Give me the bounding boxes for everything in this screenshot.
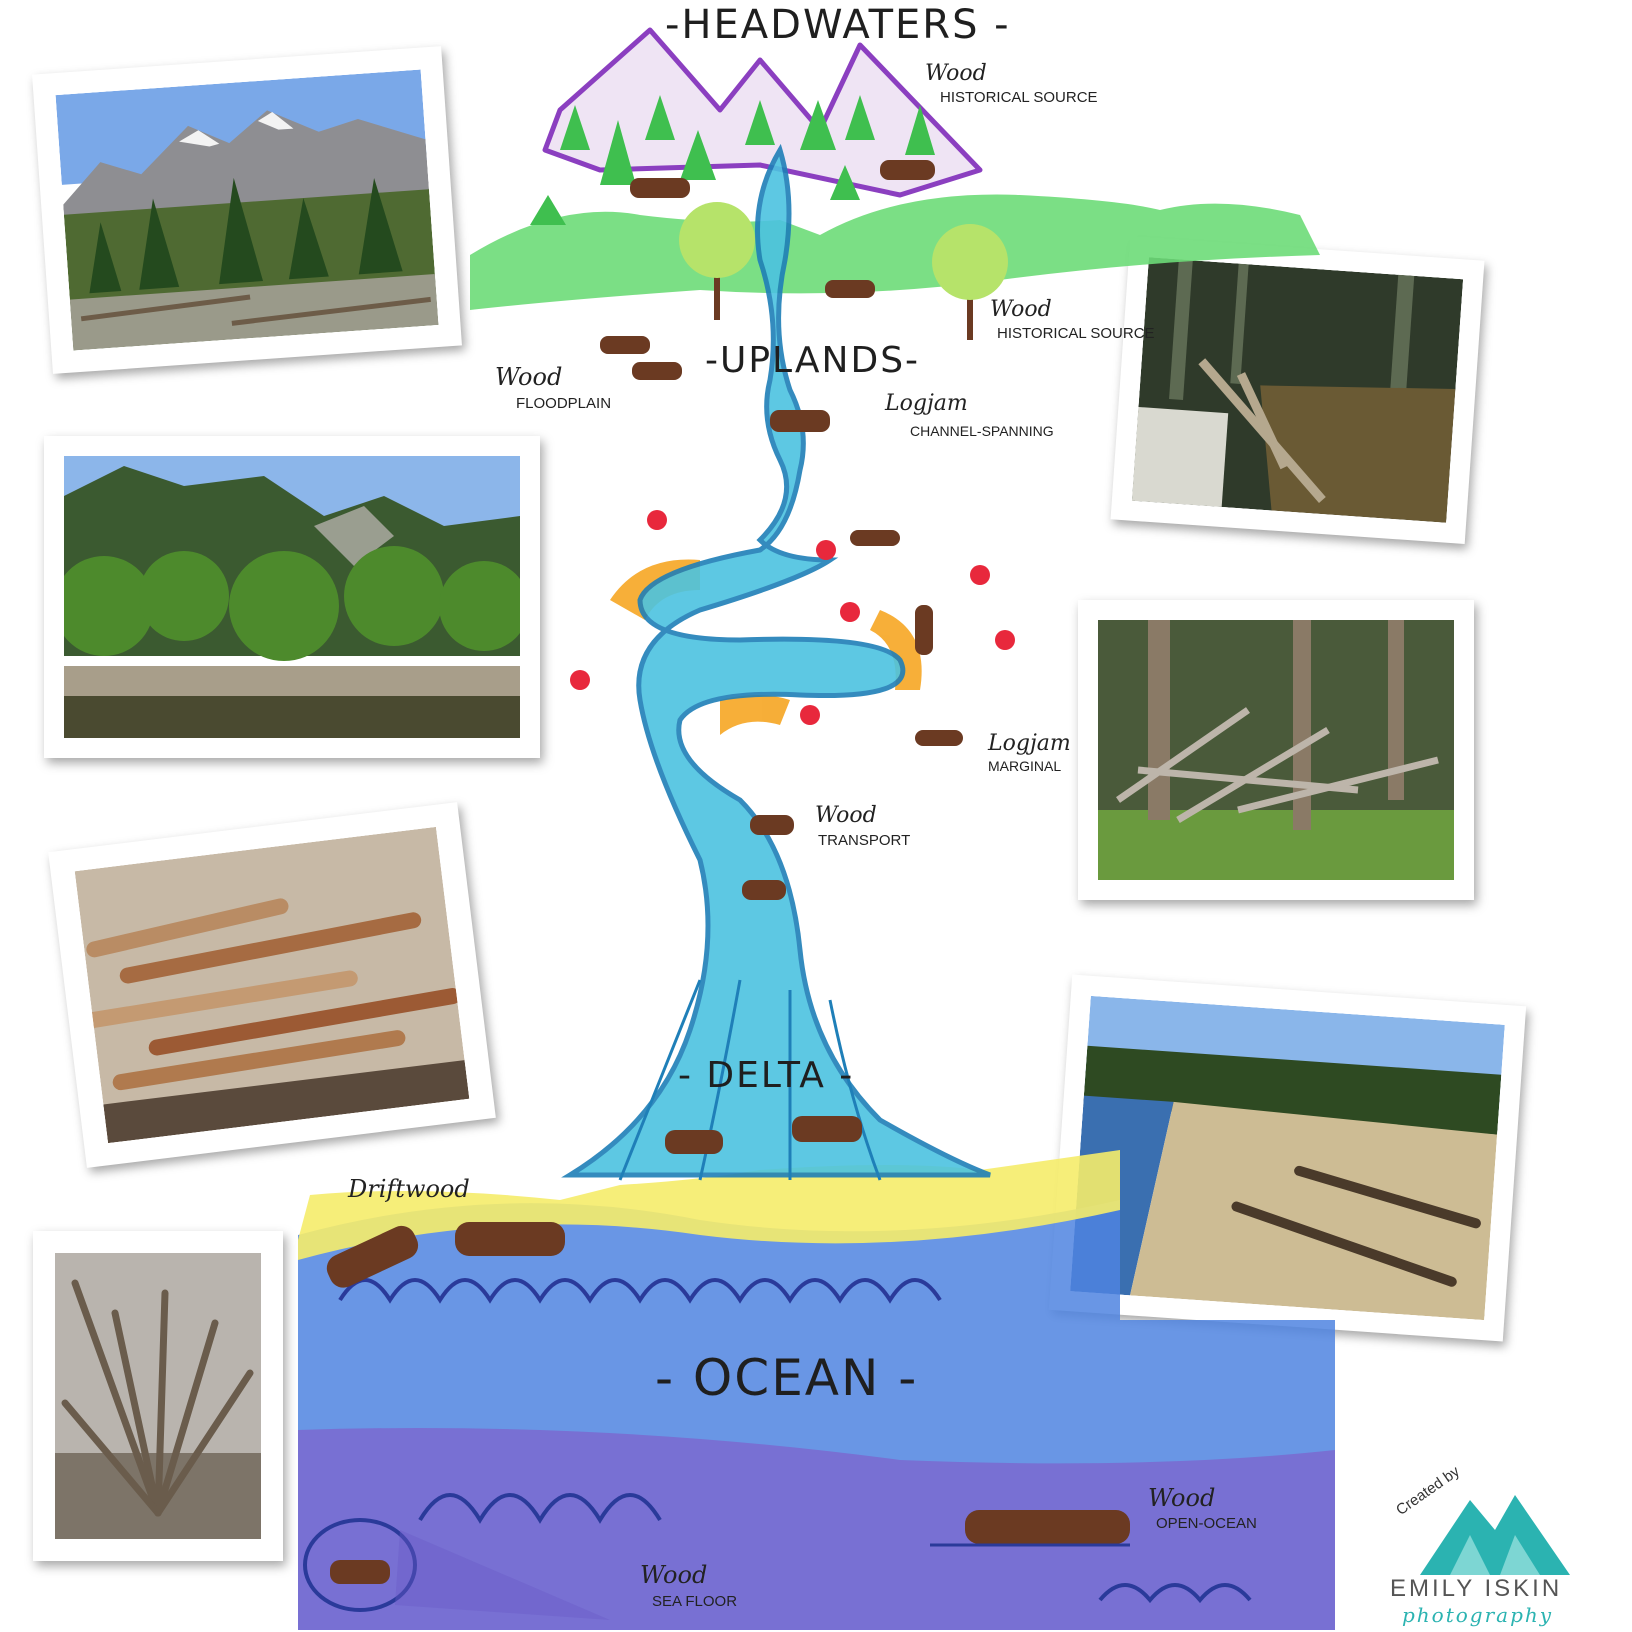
zone-headwaters: -HEADWATERS - <box>665 2 1011 48</box>
label-headwaters-wood-sub: HISTORICAL SOURCE <box>940 89 1098 106</box>
log <box>880 160 935 180</box>
label-logjam-channel-sub: CHANNEL-SPANNING <box>910 423 1054 439</box>
label-wood-sea-floor-sub: SEA FLOOR <box>652 1593 737 1610</box>
log <box>742 880 786 900</box>
photo-mountain-meadow <box>32 46 462 374</box>
pine-trees <box>530 95 935 225</box>
label-logjam-marginal-sub: MARGINAL <box>988 758 1061 774</box>
logo-mountain-icon <box>1420 1495 1570 1575</box>
open-ocean-log <box>965 1510 1130 1544</box>
log <box>850 530 900 546</box>
label-logjam-marginal-title: Logjam <box>987 731 1071 756</box>
upland-hills <box>470 194 1320 310</box>
photo-river-forest <box>44 436 540 758</box>
log <box>665 1130 723 1154</box>
driftwood-log <box>326 1225 419 1288</box>
zone-ocean: - OCEAN - <box>655 1349 918 1407</box>
label-wood-transport-sub: TRANSPORT <box>818 832 910 849</box>
label-wood-open-ocean-sub: OPEN-OCEAN <box>1156 1515 1257 1532</box>
log <box>632 362 682 380</box>
photo-forest-logjam <box>1078 600 1474 900</box>
flowers <box>570 510 1015 725</box>
log <box>915 605 933 655</box>
label-floodplain-wood-sub: FLOODPLAIN <box>516 395 611 412</box>
photo-bare-branches <box>33 1231 283 1561</box>
label-wood-sea-floor-title: Wood <box>640 1561 707 1589</box>
round-trees <box>679 202 1008 340</box>
logjam-marginal <box>915 730 963 746</box>
wave-lines <box>338 1278 1252 1604</box>
logs <box>326 160 1130 1584</box>
zone-delta: - DELTA - <box>678 1055 854 1096</box>
driftwood-log <box>455 1222 565 1256</box>
log <box>630 178 690 198</box>
river <box>561 143 991 1178</box>
credit-sub: photography <box>1402 1603 1554 1627</box>
sea-floor-bubble <box>303 1518 417 1612</box>
label-wood-transport-title: Wood <box>815 803 877 828</box>
label-headwaters-wood-title: Wood <box>925 61 987 86</box>
label-wood-open-ocean-title: Wood <box>1148 1484 1215 1512</box>
log <box>825 280 875 298</box>
label-uplands-wood-title: Wood <box>990 297 1052 322</box>
label-floodplain-wood-title: Wood <box>495 363 562 391</box>
log <box>792 1116 862 1142</box>
log <box>750 815 794 835</box>
photo-driftwood-pile <box>48 802 496 1168</box>
label-logjam-channel-title: Logjam <box>884 391 968 416</box>
logjam-channel <box>770 410 830 432</box>
log <box>600 336 650 354</box>
label-driftwood: Driftwood <box>347 1175 470 1203</box>
sea-floor-log <box>330 1560 390 1584</box>
label-uplands-wood-sub: HISTORICAL SOURCE <box>997 325 1155 342</box>
credit-name: EMILY ISKIN <box>1390 1575 1563 1602</box>
delta-channels <box>618 979 882 1181</box>
photo-logjam-stream <box>1110 235 1485 545</box>
photo-lakeshore-wood <box>1048 974 1527 1342</box>
zone-uplands: -UPLANDS- <box>705 340 920 381</box>
